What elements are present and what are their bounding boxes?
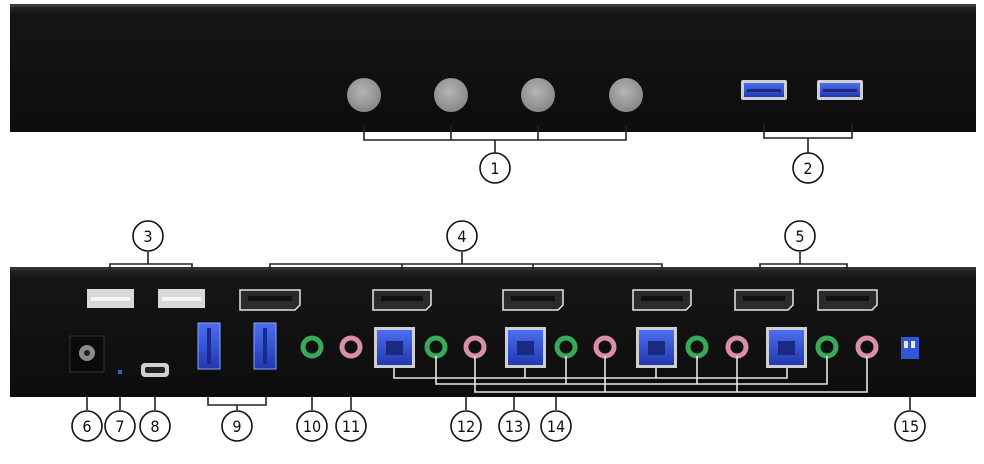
callout-4: 4 (446, 220, 478, 252)
port-grouping-lines (393, 356, 868, 393)
svg-text:10: 10 (303, 417, 321, 436)
usb-a-ports (87, 289, 205, 308)
usb-b-port-3 (636, 327, 677, 368)
switch-button-3 (521, 78, 555, 112)
switch-button-1 (347, 78, 381, 112)
hdmi-update-port (141, 363, 169, 377)
callout-15: 15 (894, 410, 926, 442)
callout-6: 6 (71, 410, 103, 442)
switch-button-2 (434, 78, 468, 112)
callout-8: 8 (139, 410, 171, 442)
usb-b-port-1 (374, 327, 415, 368)
svg-text:7: 7 (115, 417, 124, 436)
front-usb-port-1 (741, 80, 787, 100)
svg-text:9: 9 (232, 417, 241, 436)
rear-panel (10, 267, 976, 397)
callout-2: 2 (792, 152, 824, 184)
usb-b-port-2 (505, 327, 546, 368)
svg-text:12: 12 (457, 417, 475, 436)
displayports (239, 289, 878, 311)
svg-text:1: 1 (490, 159, 499, 178)
usb-b-ports (374, 327, 807, 368)
callout-7: 7 (104, 410, 136, 442)
switch-button-4 (609, 78, 643, 112)
svg-text:13: 13 (505, 417, 523, 436)
callout-10: 10 (296, 410, 328, 442)
svg-text:5: 5 (795, 227, 804, 246)
usb3-ports (197, 322, 277, 370)
dip-switch (901, 337, 919, 359)
callout-13: 13 (498, 410, 530, 442)
svg-text:14: 14 (547, 417, 565, 436)
front-usb-port-2 (817, 80, 863, 100)
mic-jack (339, 335, 363, 359)
svg-text:15: 15 (901, 417, 919, 436)
svg-text:8: 8 (150, 417, 159, 436)
callout-3: 3 (132, 220, 164, 252)
dc-power-jack (69, 335, 105, 373)
front-buttons (347, 78, 643, 112)
svg-text:6: 6 (82, 417, 91, 436)
svg-text:3: 3 (143, 227, 152, 246)
svg-text:11: 11 (342, 417, 360, 436)
callout-14: 14 (540, 410, 572, 442)
callout-1: 1 (479, 152, 511, 184)
front-usb-ports (741, 80, 863, 100)
callout-9: 9 (221, 410, 253, 442)
callout-11: 11 (335, 410, 367, 442)
svg-text:2: 2 (803, 159, 812, 178)
front-panel (10, 4, 976, 132)
audio-out-jack (300, 335, 324, 359)
leader-lines (86, 124, 911, 410)
callout-12: 12 (450, 410, 482, 442)
callout-5: 5 (784, 220, 816, 252)
usb-b-port-4 (766, 327, 807, 368)
reset-hole (118, 370, 122, 374)
callouts: 1 2 3 4 5 6 7 8 9 10 11 12 13 14 15 (71, 152, 926, 442)
svg-text:4: 4 (457, 227, 466, 246)
